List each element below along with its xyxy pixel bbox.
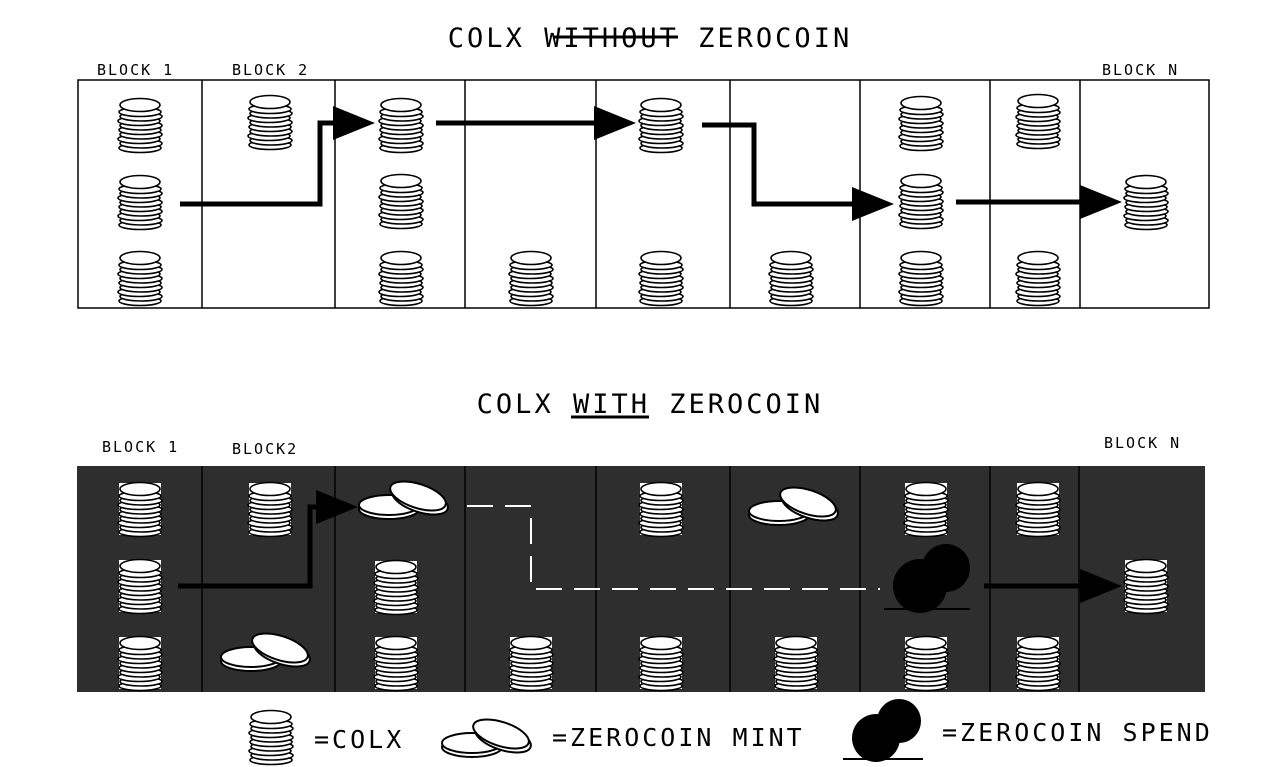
arrow-icon xyxy=(1080,569,1122,603)
zerocoin-spend-icon xyxy=(884,544,970,613)
zerocoin-mint-icon xyxy=(441,712,536,760)
top-title-colx: COLX xyxy=(448,23,525,54)
bottom-block1-label: BLOCK 1 xyxy=(102,438,179,456)
bottom-title-with: WITH xyxy=(573,389,650,420)
colx-coin-stack-icon xyxy=(378,97,424,154)
colx-coin-stack-icon xyxy=(248,709,294,766)
colx-coin-stack-icon xyxy=(768,250,814,307)
colx-coin-stack-icon xyxy=(903,481,949,538)
colx-coin-stack-icon xyxy=(373,635,419,692)
bottom-transaction-arrows xyxy=(178,490,1122,603)
arrow-icon xyxy=(178,504,318,589)
top-title-zerocoin: ZEROCOIN xyxy=(698,23,852,54)
arrow-icon xyxy=(852,187,894,221)
arrow-icon xyxy=(333,106,375,140)
colx-coin-stack-icon xyxy=(117,97,163,154)
colx-coin-stack-icon xyxy=(247,481,293,538)
top-diagram-title: COLX WITHOUT ZEROCOIN xyxy=(448,23,852,54)
colx-coin-stack-icon xyxy=(1015,635,1061,692)
top-block2-label: BLOCK 2 xyxy=(232,61,309,79)
colx-coin-stack-icon xyxy=(638,481,684,538)
zerocoin-spend-icon xyxy=(843,699,923,762)
top-block1-label: BLOCK 1 xyxy=(97,61,174,79)
colx-coin-stack-icon xyxy=(117,250,163,307)
colx-coin-stack-icon xyxy=(378,250,424,307)
colx-coin-stack-icon xyxy=(638,250,684,307)
colx-coin-stack-icon xyxy=(638,97,684,154)
bottom-blockn-label: BLOCK N xyxy=(1104,434,1181,452)
colx-coin-stack-icon xyxy=(898,250,944,307)
top-blockn-label: BLOCK N xyxy=(1102,61,1179,79)
colx-coin-stack-icon xyxy=(508,250,554,307)
colx-coin-stack-icon xyxy=(1015,250,1061,307)
arrow-icon xyxy=(180,120,335,207)
top-transaction-arrows xyxy=(180,106,1122,221)
colx-coin-stack-icon xyxy=(508,635,554,692)
arrow-icon xyxy=(316,490,358,524)
bottom-diagram-title: COLX WITH ZEROCOIN xyxy=(477,389,824,420)
legend: =COLX =ZEROCOIN MINT =ZEROCOIN SPEND xyxy=(248,699,1213,766)
bottom-title-zerocoin: ZEROCOIN xyxy=(669,389,823,420)
colx-coin-stack-icon xyxy=(247,94,293,151)
colx-coin-stack-icon xyxy=(1123,558,1169,615)
colx-coin-stack-icon xyxy=(378,173,424,230)
arrow-icon xyxy=(1080,185,1122,219)
colx-coin-stack-icon xyxy=(373,559,419,616)
colx-coin-stack-icon xyxy=(117,481,163,538)
svg-text:COLX WITH ZEROCOIN: COLX WITH ZEROCOIN xyxy=(477,389,824,420)
colx-coin-stack-icon xyxy=(638,635,684,692)
colx-coin-stack-icon xyxy=(773,635,819,692)
legend-mint-label: =ZEROCOIN MINT xyxy=(552,723,805,752)
arrow-icon xyxy=(594,106,636,140)
legend-colx-label: =COLX xyxy=(314,725,404,754)
colx-coin-stack-icon xyxy=(1123,174,1169,231)
legend-spend-label: =ZEROCOIN SPEND xyxy=(942,718,1213,747)
arrow-icon xyxy=(702,122,854,207)
colx-coin-stack-icon xyxy=(1015,93,1061,150)
bottom-title-colx: COLX xyxy=(477,389,554,420)
bottom-block2-label: BLOCK2 xyxy=(232,440,298,458)
colx-coin-stack-icon xyxy=(117,635,163,692)
colx-coin-stack-icon xyxy=(117,558,163,615)
colx-coin-stack-icon xyxy=(898,95,944,152)
colx-coin-stack-icon xyxy=(903,635,949,692)
colx-coin-stack-icon xyxy=(898,173,944,230)
colx-coin-stack-icon xyxy=(1015,481,1061,538)
colx-coin-stack-icon xyxy=(117,174,163,231)
dashed-path xyxy=(467,505,880,590)
